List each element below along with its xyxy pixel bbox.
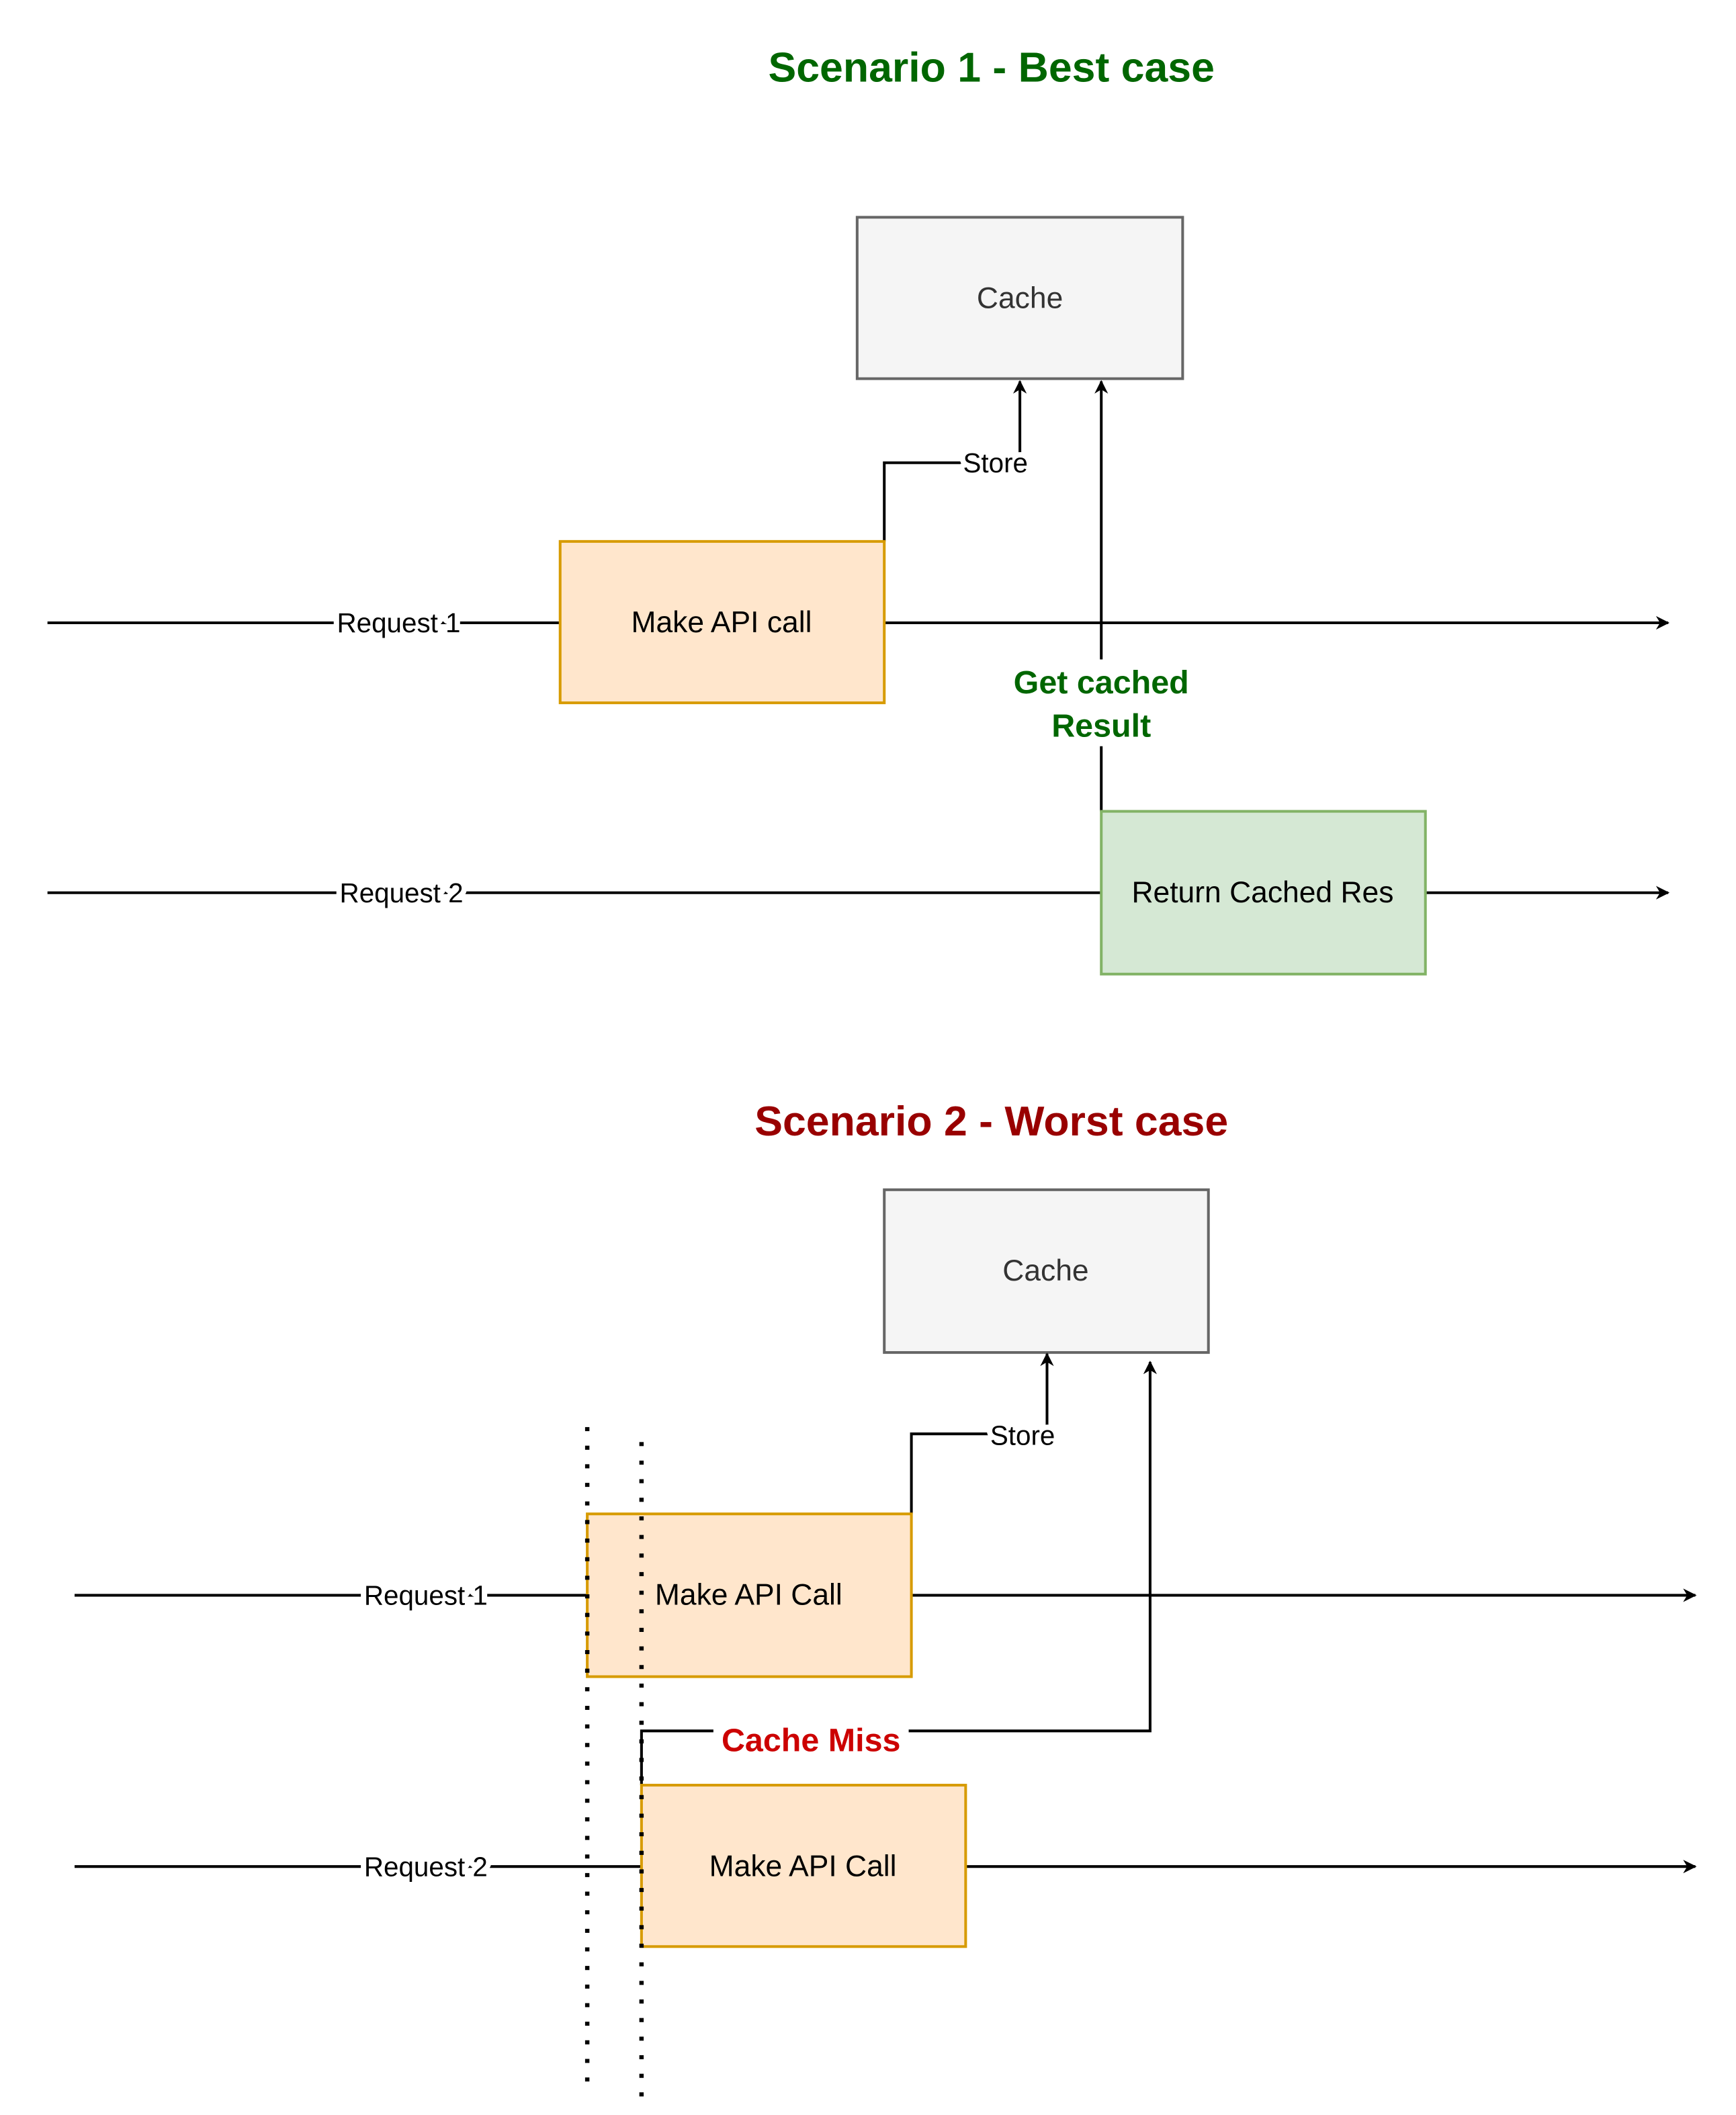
scenario1-api-call-box[interactable]: Make API call — [558, 539, 886, 705]
scenario1-cache-box[interactable]: Cache — [855, 216, 1184, 380]
scenario1-get-cached-label-line1: Get cached — [1014, 664, 1189, 701]
scenario1-return-cached-label: Return Cached Res — [1131, 876, 1393, 909]
scenario1-title: Scenario 1 - Best case — [769, 44, 1215, 91]
scenario2-store-connector — [910, 1352, 1054, 1514]
scenario2-api-call-box-1[interactable]: Make API Call — [586, 1512, 913, 1678]
scenario1-get-cached-label-line2: Result — [1051, 708, 1151, 744]
scenario1-api-call-label: Make API call — [631, 606, 812, 639]
scenario1-cache-label: Cache — [977, 282, 1063, 315]
scenario2-title: Scenario 2 - Worst case — [754, 1098, 1228, 1145]
scenario1-request2-label: Request 2 — [340, 877, 464, 908]
scenario2-request1-label: Request 1 — [364, 1580, 488, 1611]
scenario1-return-cached-box[interactable]: Return Cached Res — [1100, 810, 1427, 976]
scenario2-api-call-label-2: Make API Call — [709, 1850, 897, 1883]
scenario1-store-connector — [883, 380, 1027, 542]
scenario1-request1-label: Request 1 — [337, 607, 461, 638]
scenario1-store-label: Store — [963, 447, 1028, 478]
scenario2-cache-label: Cache — [1002, 1254, 1088, 1287]
scenario2-api-call-label-1: Make API Call — [655, 1579, 842, 1612]
scenario2-cache-miss-label: Cache Miss — [722, 1723, 901, 1759]
scenario2-cache-box[interactable]: Cache — [883, 1188, 1210, 1354]
scenario2-store-label: Store — [990, 1420, 1055, 1451]
scenario2-api-call-box-2[interactable]: Make API Call — [640, 1784, 967, 1948]
scenario2-request2-label: Request 2 — [364, 1851, 488, 1882]
